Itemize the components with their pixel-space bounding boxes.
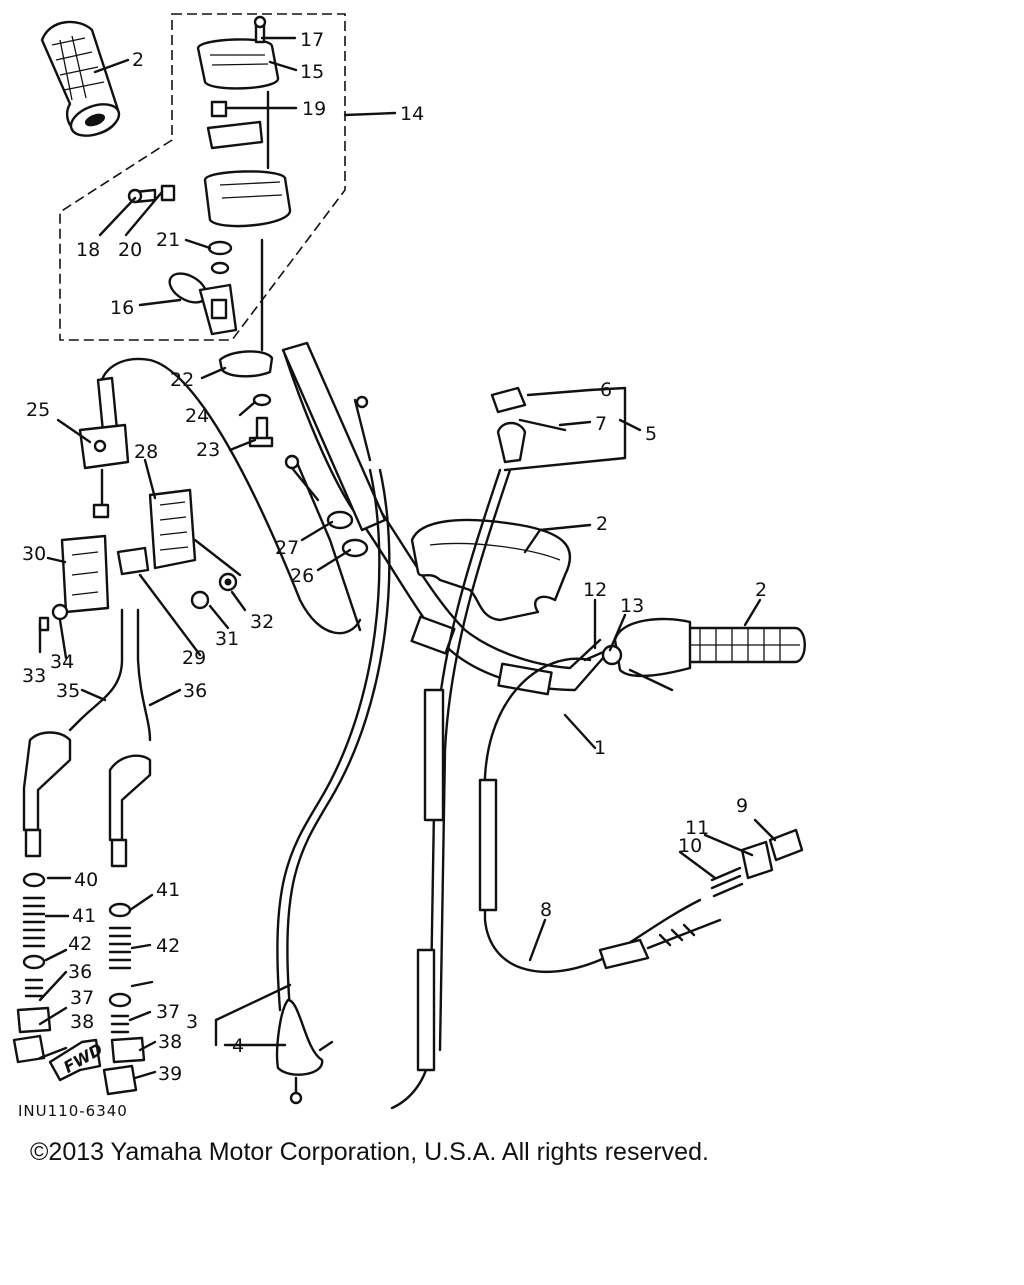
callout-35: 34 (50, 651, 74, 673)
callout-15: 14 (400, 103, 424, 125)
plate-31 (60, 534, 110, 614)
fwd-arrow (48, 1038, 102, 1082)
callout-37-right: 37 (156, 1001, 180, 1023)
callout-11: 10 (678, 835, 702, 857)
left-grip (40, 20, 121, 137)
callout-38-right: 38 (158, 1031, 182, 1053)
callout-10: 9 (736, 795, 748, 817)
callout-26: 25 (26, 399, 50, 421)
callout-40-left: 40 (74, 869, 98, 891)
callout-27: 26 (290, 565, 314, 587)
callout-36-left: 35 (56, 680, 80, 702)
fittings-30-35 (38, 546, 238, 632)
callout-40-right: 41 (156, 879, 180, 901)
handlebar-pad (410, 518, 572, 622)
right-grip (613, 617, 806, 692)
cable-junction-4-5 (275, 998, 334, 1105)
callout-32: 31 (215, 628, 239, 650)
callout-28: 27 (275, 537, 299, 559)
callout-2-right: 2 (755, 579, 767, 601)
callout-20: 19 (302, 98, 326, 120)
clamp-23-25 (218, 238, 274, 448)
callout-8: 7 (595, 413, 607, 435)
callout-30: 29 (182, 647, 206, 669)
callout-6: 5 (645, 423, 657, 445)
callout-34: 33 (22, 665, 46, 687)
cable-junction-6-8 (490, 386, 567, 464)
fittings-9-14 (583, 644, 804, 970)
throttle-26 (78, 357, 362, 635)
copyright-notice: ©2013 Yamaha Motor Corporation, U.S.A. A… (30, 1138, 709, 1166)
callout-42-left: 42 (68, 933, 92, 955)
drawing-code: INU110-6340 (18, 1102, 128, 1120)
cables (276, 395, 702, 1110)
callout-16: 15 (300, 61, 324, 83)
callout-37-left: 36 (68, 961, 92, 983)
hoses-36 (22, 608, 152, 868)
callout-18: 17 (300, 29, 324, 51)
callout-19: 18 (76, 239, 100, 261)
lever-17 (168, 272, 238, 336)
callout-39-left: 38 (70, 1011, 94, 1033)
callout-29: 28 (134, 441, 158, 463)
callout-38-left: 37 (70, 987, 94, 1009)
callout-12: 11 (685, 817, 709, 839)
callout-36-right: 36 (183, 680, 207, 702)
callout-21: 20 (118, 239, 142, 261)
callout-17: 16 (110, 297, 134, 319)
callout-41-left: 41 (72, 905, 96, 927)
callout-25: 24 (185, 405, 209, 427)
assembly-15-boundary (59, 13, 346, 341)
leader-lines (38, 36, 777, 1080)
callout-9: 8 (540, 899, 552, 921)
switch-assembly (127, 15, 292, 275)
callout-24: 23 (196, 439, 220, 461)
callout-13: 12 (583, 579, 607, 601)
spring-stack-right (102, 902, 146, 1096)
callout-5: 4 (232, 1035, 244, 1057)
handlebar (281, 341, 612, 696)
callout-7: 6 (600, 379, 612, 401)
callout-2-left: 2 (132, 49, 144, 71)
callout-33: 32 (250, 611, 274, 633)
callout-4: 3 (186, 1011, 198, 1033)
callout-23: 22 (170, 369, 194, 391)
callout-31: 30 (22, 543, 46, 565)
carb-cover-29 (148, 488, 242, 577)
callout-1: 1 (594, 737, 606, 759)
callout-41-right: 42 (156, 935, 180, 957)
spring-stack-left (12, 872, 52, 1064)
callout-3: 2 (596, 513, 608, 535)
callout-39-right: 39 (158, 1063, 182, 1085)
callout-22: 21 (156, 229, 180, 251)
callout-14: 13 (620, 595, 644, 617)
